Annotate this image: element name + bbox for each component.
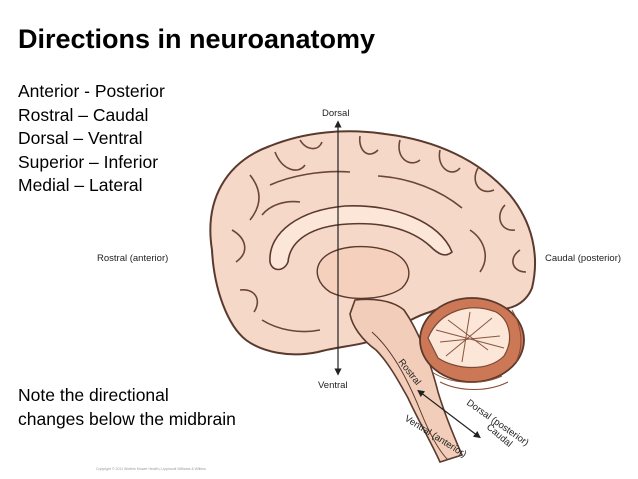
term-dorsal-ventral: Dorsal – Ventral xyxy=(18,128,143,148)
brainstem-axis xyxy=(417,389,481,439)
label-dorsal: Dorsal xyxy=(322,108,349,119)
note-line-1: Note the directional xyxy=(18,385,169,405)
sulci-lines xyxy=(231,135,527,333)
diencephalon xyxy=(316,245,410,300)
note-line-2: changes below the midbrain xyxy=(18,409,236,429)
term-rostral-caudal: Rostral – Caudal xyxy=(18,104,149,125)
term-medial-lateral: Medial – Lateral xyxy=(18,175,143,195)
label-rostral-anterior: Rostral (anterior) xyxy=(97,253,168,264)
term-anterior-posterior: Anterior - Posterior xyxy=(18,81,165,101)
figure-credit: Copyright © 2011 Wolters Kluwer Health |… xyxy=(96,467,206,471)
label-ventral: Ventral xyxy=(318,380,348,391)
term-superior-inferior: Superior – Inferior xyxy=(18,151,159,172)
midbrain-note: Note the directional changes below the m… xyxy=(18,383,236,431)
direction-terms-list: Anterior - Posterior Rostral – Caudal Do… xyxy=(18,80,165,198)
slide-title: Directions in neuroanatomy xyxy=(18,24,376,54)
cerebrum xyxy=(209,130,537,356)
cerebellum xyxy=(419,297,525,390)
label-caudal-posterior: Caudal (posterior) xyxy=(545,253,621,264)
corpus-callosum xyxy=(269,205,453,271)
